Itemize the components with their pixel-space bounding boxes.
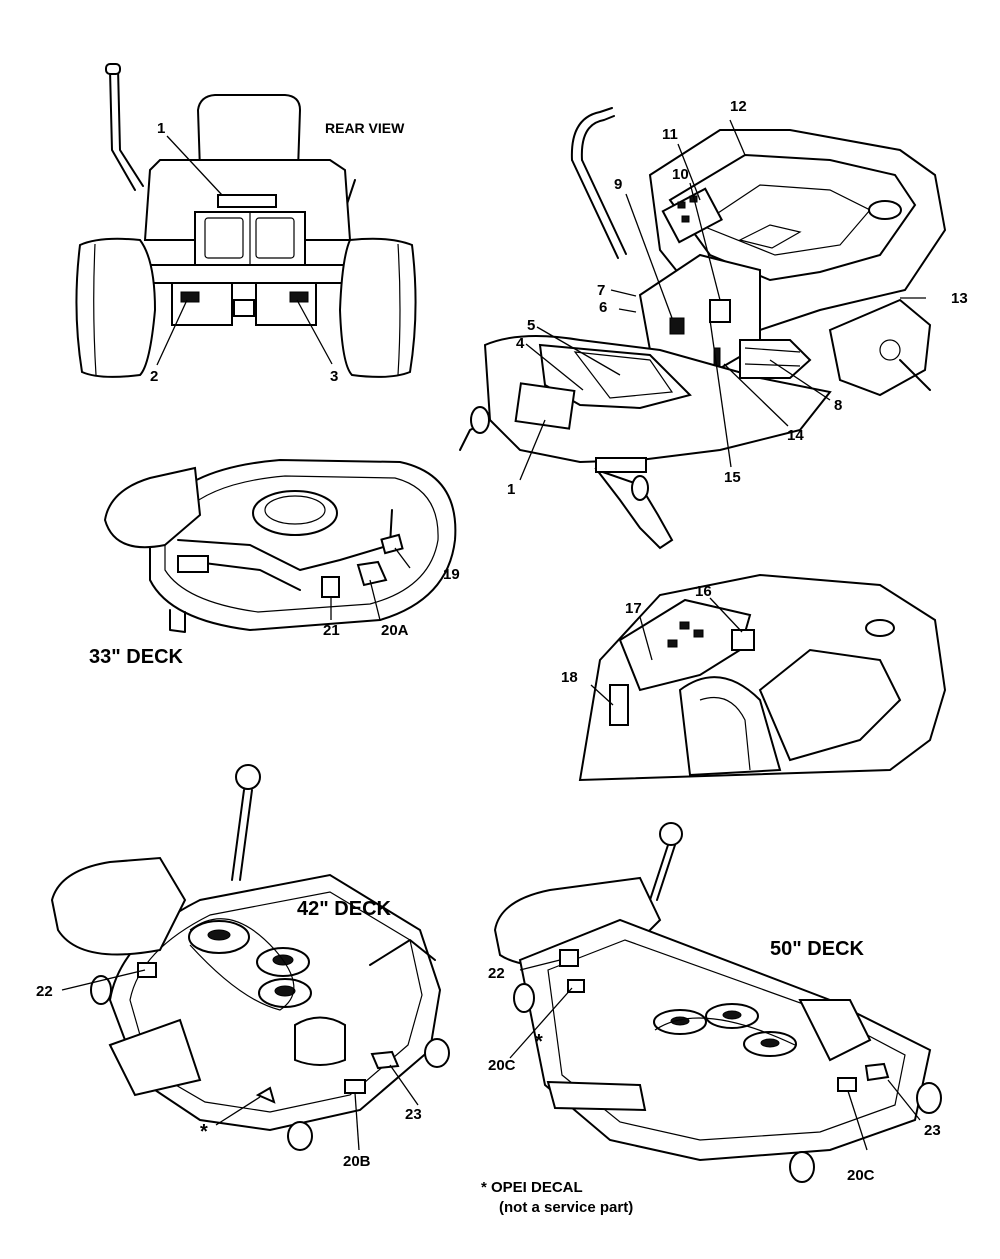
deck-50-drawing (493, 822, 942, 1183)
callout-1-front: 1 (507, 481, 516, 498)
callout-5: 5 (527, 317, 536, 334)
callout-4: 4 (516, 335, 525, 352)
callout-16: 16 (695, 583, 712, 600)
callout-20c-right: 20C (847, 1167, 875, 1184)
callout-23-deck50: 23 (924, 1122, 941, 1139)
footnote-opei: * OPEI DECAL (481, 1179, 583, 1196)
callout-15: 15 (724, 469, 741, 486)
callout-21: 21 (323, 622, 340, 639)
footnote-not-service: (not a service part) (499, 1199, 634, 1216)
dash-detail-drawing (578, 573, 947, 782)
rear-view-drawing (75, 63, 417, 378)
callout-2: 2 (150, 368, 159, 385)
callout-22-deck50: 22 (488, 965, 505, 982)
callout-9: 9 (614, 176, 623, 193)
callout-7: 7 (597, 282, 606, 299)
callout-3: 3 (330, 368, 339, 385)
deck-50-title: 50" DECK (770, 938, 864, 960)
callout-1-rear: 1 (157, 120, 166, 137)
callout-8: 8 (834, 397, 843, 414)
callout-20b: 20B (343, 1153, 371, 1170)
deck-42-title: 42" DECK (297, 898, 391, 920)
callout-20c-left: 20C (488, 1057, 516, 1074)
callout-23-deck42: 23 (405, 1106, 422, 1123)
rear-view-title: REAR VIEW (325, 120, 405, 136)
callout-17: 17 (625, 600, 642, 617)
deck-33-drawing (103, 458, 457, 633)
callout-6: 6 (599, 299, 608, 316)
callout-19: 19 (443, 566, 460, 583)
callout-12: 12 (730, 98, 747, 115)
callout-10: 10 (672, 166, 689, 183)
callout-13: 13 (951, 290, 968, 307)
callout-18: 18 (561, 669, 578, 686)
deck-42-drawing (50, 764, 450, 1151)
callout-11: 11 (662, 126, 678, 143)
opei-marker-deck42: * (200, 1121, 208, 1143)
callout-20a: 20A (381, 622, 409, 639)
callout-22-deck42: 22 (36, 983, 53, 1000)
callout-14: 14 (787, 427, 804, 444)
opei-marker-deck50: * (535, 1031, 543, 1053)
front-view-drawing (459, 107, 947, 550)
deck-33-title: 33" DECK (89, 646, 183, 668)
